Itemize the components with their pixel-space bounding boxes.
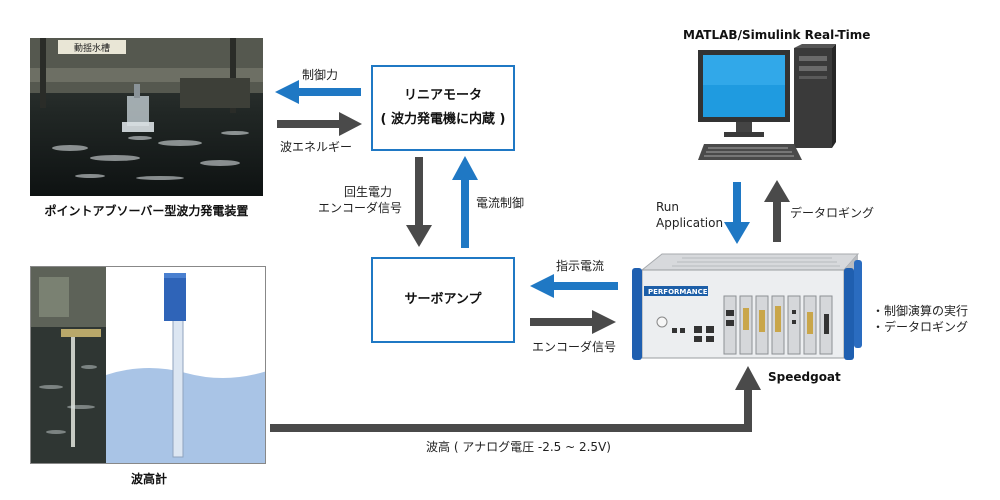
arrow-wave-energy	[277, 112, 362, 136]
label-command-current: 指示電流	[556, 259, 605, 273]
wec-photo-sign: 動揺水槽	[74, 42, 110, 54]
pc-title: MATLAB/Simulink Real-Time	[683, 28, 871, 42]
wave-gauge-illustration	[30, 266, 266, 464]
label-data-logging: データロギング	[790, 206, 875, 220]
label-run: Run	[656, 200, 680, 214]
label-regen-power: 回生電力	[344, 185, 393, 199]
arrow-control-force	[275, 80, 361, 104]
label-current-control: 電流制御	[476, 196, 525, 210]
label-regen-encoder: エンコーダ信号	[318, 201, 403, 215]
label-wave-height: 波高 ( アナログ電圧 -2.5 ~ 2.5V)	[426, 440, 611, 454]
wec-photo: 動揺水槽	[30, 38, 263, 196]
linear-motor-box: リニアモータ ( 波力発電機に内蔵 )	[371, 65, 515, 151]
linear-motor-label: リニアモータ	[403, 88, 482, 103]
speedgoat-panel-brand: PERFORMANCE	[648, 288, 708, 296]
arrow-data-logging	[764, 180, 790, 242]
label-wave-energy: 波エネルギー	[280, 140, 353, 154]
speedgoat-role-1: ・制御演算の実行	[872, 304, 969, 318]
desktop-pc-icon	[698, 44, 838, 166]
arrow-command-current	[530, 274, 618, 298]
wave-gauge-caption: 波高計	[131, 472, 168, 486]
arrow-encoder-signal	[530, 310, 616, 334]
label-encoder-signal: エンコーダ信号	[532, 340, 617, 354]
label-application: Application	[656, 216, 724, 230]
arrow-current-control	[452, 156, 478, 248]
arrow-regen-encoder	[406, 157, 432, 247]
speedgoat-caption: Speedgoat	[768, 370, 841, 384]
servo-amp-box: サーボアンプ	[371, 257, 515, 343]
speedgoat-role-2: ・データロギング	[872, 320, 969, 334]
label-control-force: 制御力	[302, 68, 339, 82]
speedgoat-target-icon: PERFORMANCE	[622, 250, 870, 365]
linear-motor-sublabel: ( 波力発電機に内蔵 )	[380, 112, 506, 127]
servo-amp-label: サーボアンプ	[404, 292, 482, 307]
arrow-run-application	[724, 182, 750, 244]
arrow-wave-height	[270, 366, 761, 432]
wec-photo-caption: ポイントアブソーバー型波力発電装置	[44, 204, 249, 218]
